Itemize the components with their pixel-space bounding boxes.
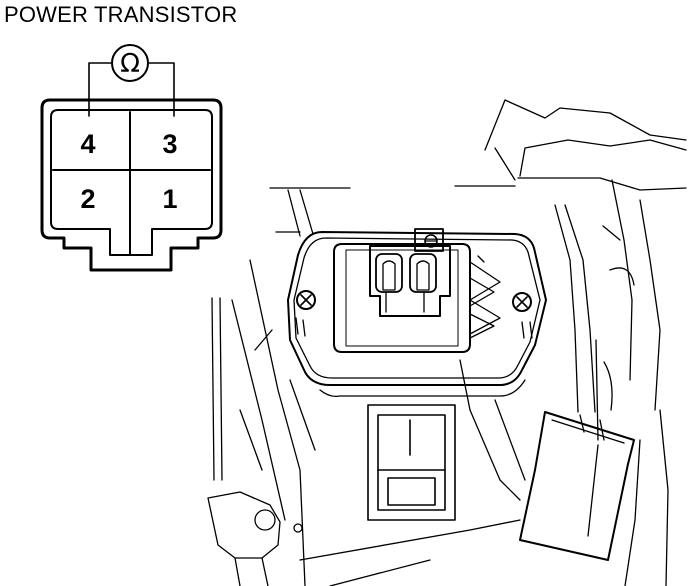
diagram-title: POWER TRANSISTOR — [4, 2, 238, 27]
vehicle-structure — [207, 99, 687, 586]
probe-lead-right — [147, 62, 175, 117]
heat-sink-fins — [469, 255, 501, 339]
transistor-housing — [333, 243, 471, 353]
harness-connector-body — [519, 411, 635, 561]
terminal-3-label: 3 — [162, 129, 177, 159]
ohmmeter: Ω — [88, 44, 175, 117]
probe-lead-left — [88, 62, 113, 117]
dash-panel-upper — [484, 99, 687, 151]
lower-connector-bracket — [367, 404, 456, 521]
ohm-symbol: Ω — [120, 49, 140, 79]
power-transistor-unit — [287, 228, 547, 398]
lower-bracket — [207, 491, 281, 559]
mounting-screw-right — [512, 292, 532, 312]
connector-inner-body — [50, 109, 213, 256]
connector-lock-tab — [414, 228, 444, 252]
terminal-4-label: 4 — [80, 129, 95, 159]
harness-connector — [519, 411, 635, 561]
transistor-flange — [287, 231, 547, 386]
terminal-2-label: 2 — [80, 184, 95, 214]
connector-face: 4 3 2 1 — [40, 98, 223, 272]
connector-outer-body — [40, 98, 223, 272]
mounting-screw-left — [296, 290, 316, 310]
terminal-1-label: 1 — [162, 184, 177, 214]
terminal-socket — [369, 245, 451, 317]
